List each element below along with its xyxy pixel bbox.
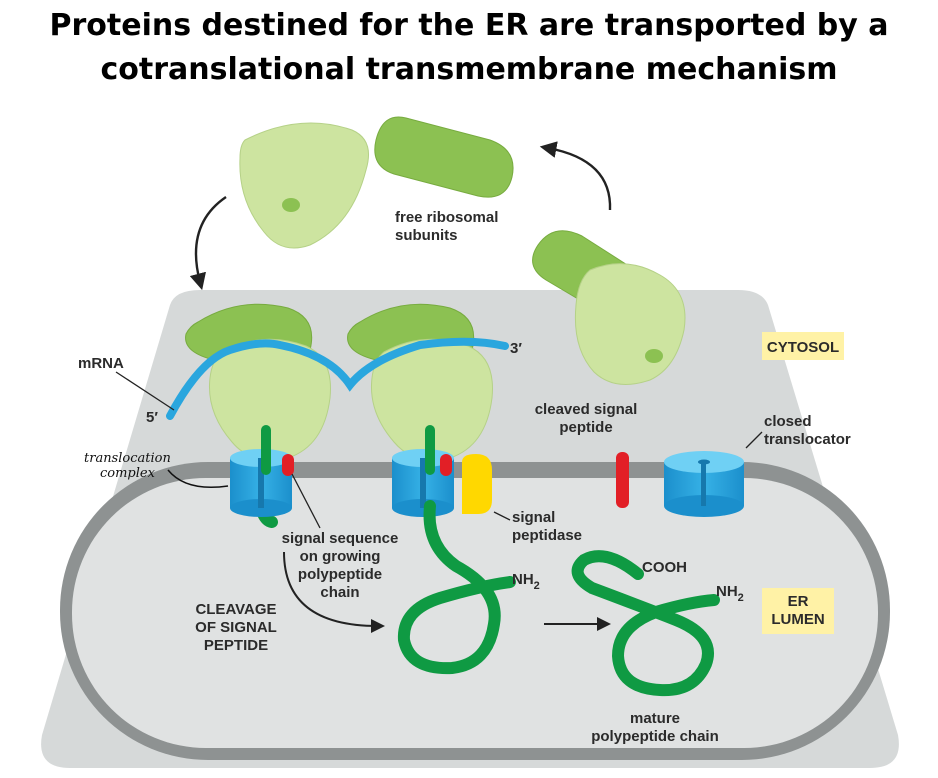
- nh2-a-main: NH: [512, 571, 534, 588]
- er-lumen-label-box: [762, 588, 834, 634]
- signal-sequence-label-line-3: polypeptide: [298, 566, 382, 583]
- mrna-label: mRNA: [78, 355, 124, 372]
- polypeptide-chain-translocating: [397, 500, 516, 675]
- closed-translocator: [664, 451, 744, 517]
- nh2-b-sub: 2: [738, 592, 744, 604]
- closed-translocator-label-line-2: translocator: [764, 431, 851, 448]
- cleavage-label-line-3: PEPTIDE: [204, 637, 268, 654]
- translocation-leader: [167, 469, 229, 489]
- cleavage-label-line-2: OF SIGNAL: [195, 619, 277, 636]
- signal-sequence-label-line-4: chain: [320, 584, 359, 601]
- nh2-label-b: NH2: [716, 583, 744, 604]
- er-lumen-label-line-1: ER: [788, 593, 809, 610]
- cleavage-arrow: [283, 551, 385, 633]
- cooh-label: COOH: [642, 559, 687, 576]
- nh2-a-sub: 2: [534, 580, 540, 592]
- mature-polypeptide-chain: [571, 550, 720, 697]
- mrna-leader-line: [115, 371, 175, 411]
- signal-peptidase-label-line-1: signal: [512, 509, 555, 526]
- signal-sequence-leader: [291, 473, 321, 529]
- cleaved-signal-peptide: [616, 452, 629, 508]
- nh2-label-a: NH2: [512, 571, 540, 592]
- mature-chain-label-line-2: polypeptide chain: [591, 728, 719, 745]
- signal-sequence-label-line-1: signal sequence: [282, 530, 399, 547]
- three-prime-label: 3′: [510, 340, 522, 357]
- translocator-2: [392, 425, 492, 517]
- title-line-1: Proteins destined for the ER are transpo…: [49, 8, 889, 43]
- signal-peptidase-label-line-2: peptidase: [512, 527, 582, 544]
- free-subunits-label-line-2: subunits: [395, 227, 458, 244]
- five-prime-label: 5′: [146, 409, 158, 426]
- er-lumen-region: [72, 478, 878, 748]
- ribosome-2: [347, 303, 493, 461]
- cleaved-signal-label-line-2: peptide: [559, 419, 612, 436]
- free-large-subunit: [374, 116, 514, 198]
- nh2-b-main: NH: [716, 583, 738, 600]
- translocator-1: [230, 425, 294, 528]
- closed-translocator-label-line-1: closed: [764, 413, 812, 430]
- er-lumen-label-line-2: LUMEN: [771, 611, 824, 628]
- translocation-label-line-2: complex: [100, 466, 156, 481]
- cleaved-signal-label-line-1: cleaved signal: [535, 401, 638, 418]
- page-title: Proteins destined for the ER are transpo…: [0, 4, 938, 92]
- mature-chain-label-line-1: mature: [630, 710, 680, 727]
- free-small-subunit: [239, 122, 369, 249]
- cytosol-label-box: [762, 332, 844, 360]
- arrow-release-to-free: [539, 141, 612, 211]
- cytosol-label: CYTOSOL: [767, 339, 839, 356]
- signal-sequence-label-line-2: on growing: [300, 548, 381, 565]
- closed-translocator-leader: [745, 431, 763, 449]
- cleavage-label-line-1: CLEAVAGE: [195, 601, 276, 618]
- free-subunits-label: free ribosomal subunits: [395, 209, 498, 244]
- translocation-label-line-1: translocation: [84, 451, 171, 466]
- arrow-subunits-to-mrna: [189, 196, 227, 291]
- title-line-2: cotranslational transmembrane mechanism: [100, 52, 838, 87]
- peptidase-leader-line: [493, 511, 511, 521]
- free-subunits-label-line-1: free ribosomal: [395, 209, 498, 226]
- released-small-subunit: [574, 263, 686, 385]
- mrna-strand: [166, 337, 509, 420]
